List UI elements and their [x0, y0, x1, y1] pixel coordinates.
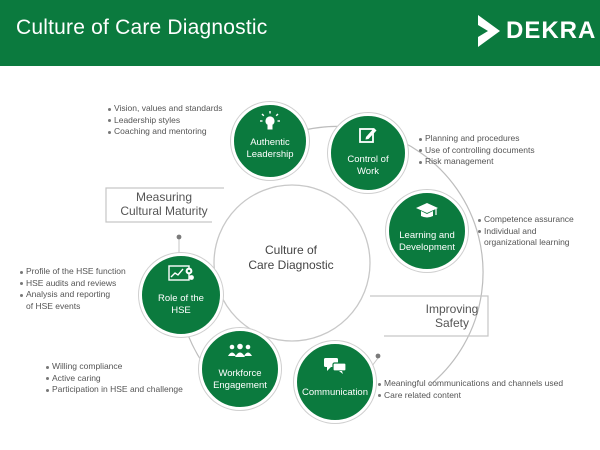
list-item: Meaningful communications and channels u… [378, 378, 563, 390]
learning-bullets: Competence assurance Individual and orga… [478, 214, 574, 249]
leader-dot-hse [176, 234, 182, 240]
people-group-icon [228, 343, 252, 357]
node-role-of-hse-line2: HSE [171, 305, 191, 316]
leadership-bullets: Vision, values and standards Leadership … [108, 103, 223, 138]
list-item: Active caring [46, 373, 183, 385]
node-communication: Communication [294, 341, 376, 423]
node-learning-development: Learning and Development [386, 190, 468, 272]
node-workforce-engagement-line1: Workforce [218, 368, 262, 379]
list-item-line: of HSE events [26, 300, 81, 311]
list-item: Coaching and mentoring [108, 126, 223, 138]
list-item: HSE audits and reviews [20, 278, 126, 290]
page-title: Culture of Care Diagnostic [16, 16, 268, 39]
outer-ring-arc [263, 125, 484, 386]
list-item: Participation in HSE and challenge [46, 384, 183, 396]
list-item: Individual and organizational learning [478, 226, 574, 249]
node-workforce-engagement-line2: Engagement [213, 380, 267, 391]
node-role-of-hse: Role of the HSE [139, 253, 223, 337]
hse-bullets: Profile of the HSE function HSE audits a… [20, 266, 126, 312]
list-item: Planning and procedures [419, 133, 535, 145]
list-item: Risk management [419, 156, 535, 168]
list-item: Analysis and reporting of HSE events [20, 289, 126, 312]
dekra-logo-mark-icon [478, 15, 500, 47]
measuring-line1: Measuring [135, 190, 193, 204]
list-item: Care related content [378, 390, 563, 402]
list-item: Vision, values and standards [108, 103, 223, 115]
center-circle [213, 184, 371, 342]
node-control-of-work-line1: Control of [347, 154, 389, 165]
list-item-line: Individual and [484, 225, 537, 236]
leader-line-communication [371, 357, 379, 367]
node-control-of-work: Control of Work [328, 113, 408, 193]
node-communication-label: Communication [302, 387, 368, 398]
improving-line1: Improving [425, 302, 479, 316]
node-role-of-hse-line1: Role of the [158, 293, 204, 304]
measuring-cultural-maturity-label: Measuring Cultural Maturity [108, 190, 220, 218]
communication-bullets: Meaningful communications and channels u… [378, 378, 563, 401]
node-authentic-leadership-line1: Authentic [250, 137, 290, 148]
control-bullets: Planning and procedures Use of controlli… [419, 133, 535, 168]
center-label-line1: Culture of [264, 243, 318, 257]
improving-box-outline [370, 295, 489, 337]
edit-document-icon [359, 128, 377, 143]
center-label: Culture of Care Diagnostic [226, 243, 356, 273]
improving-line2: Safety [434, 316, 470, 330]
logo-text: DEKRA [506, 17, 597, 44]
node-learning-development-line1: Learning and [399, 230, 455, 241]
node-workforce-engagement: Workforce Engagement [199, 328, 281, 410]
list-item-line: Analysis and reporting [26, 289, 111, 299]
center-label-line2: Care Diagnostic [248, 258, 334, 272]
list-item: Competence assurance [478, 214, 574, 226]
measuring-line2: Cultural Maturity [120, 204, 208, 218]
chat-bubbles-icon [324, 358, 347, 374]
workforce-bullets: Willing compliance Active caring Partici… [46, 361, 183, 396]
lightbulb-icon [260, 111, 280, 130]
node-learning-development-line2: Development [399, 242, 455, 253]
list-item: Leadership styles [108, 115, 223, 127]
list-item: Use of controlling documents [419, 145, 535, 157]
list-item: Willing compliance [46, 361, 183, 373]
improving-safety-label: Improving Safety [420, 302, 484, 330]
list-item-line: organizational learning [484, 237, 570, 247]
list-item: Profile of the HSE function [20, 266, 126, 278]
header-bar: Culture of Care Diagnostic DEKRA [0, 0, 600, 66]
chart-gear-icon [168, 265, 194, 281]
node-authentic-leadership-line2: Leadership [246, 149, 294, 160]
graduation-cap-icon [416, 203, 438, 218]
node-authentic-leadership: Authentic Leadership [231, 102, 309, 180]
measuring-box-outline [105, 187, 224, 223]
leader-dot-communication [375, 353, 381, 359]
node-control-of-work-line2: Work [357, 166, 379, 177]
